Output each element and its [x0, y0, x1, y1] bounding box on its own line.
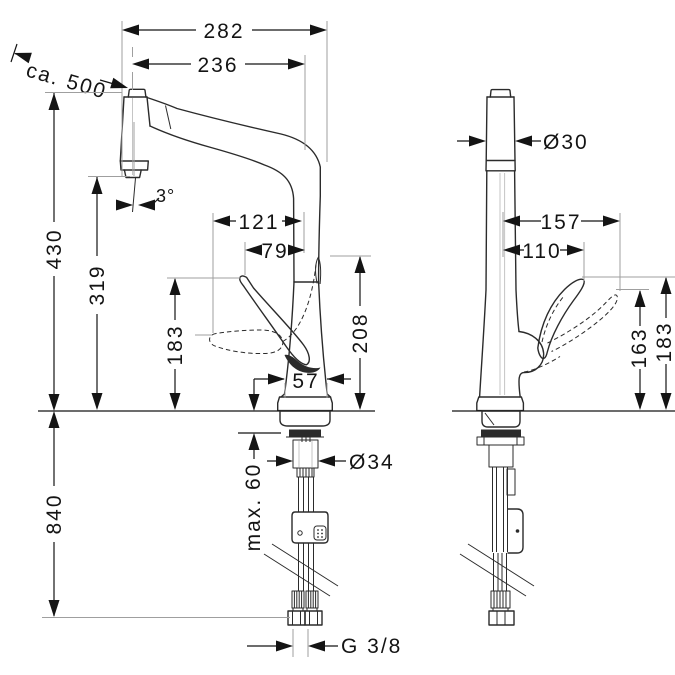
- dim-hose-length: ca. 500: [10, 43, 130, 104]
- dim-430-label: 430: [43, 228, 66, 269]
- dim-max60-label: max. 60: [242, 463, 265, 552]
- dim-handle-reach-high: 79: [244, 240, 305, 275]
- handle-base-shadow: [284, 354, 321, 373]
- break-lines-front: [263, 543, 339, 597]
- dim-840-label: 840: [43, 493, 66, 534]
- handle-boss-side: [518, 330, 545, 398]
- hose-braids-front: [291, 590, 319, 609]
- spout: [146, 96, 332, 398]
- front-view: [38, 88, 375, 626]
- dim-110-label: 110: [522, 240, 561, 263]
- dim-o34-label: Ø34: [349, 451, 395, 474]
- dim-reach-overall: 282: [121, 20, 328, 176]
- side-view: [452, 88, 675, 626]
- dim-handle-side-height-max: 183: [582, 276, 675, 410]
- dim-o30-label: Ø30: [543, 131, 589, 154]
- hose-nut-side: [488, 607, 515, 626]
- handle-side-alt-position: [547, 294, 618, 352]
- dim-208-label: 208: [349, 312, 372, 353]
- spray-head: [119, 88, 151, 179]
- dim-157-label: 157: [540, 211, 581, 234]
- dim-3deg-label: 3°: [156, 186, 175, 206]
- dim-g38-label: G 3/8: [341, 635, 402, 658]
- under-counter-front: [263, 410, 339, 626]
- handle-side: [523, 278, 618, 373]
- dim-handle-side-reach-max: 157: [502, 211, 621, 291]
- dim-163-label: 163: [628, 327, 651, 368]
- hose-braid-side: [490, 590, 511, 609]
- dim-183-left-label: 183: [164, 324, 187, 365]
- dim-height-total: 430: [43, 92, 122, 616]
- dim-spray-angle: 3°: [116, 122, 175, 213]
- dim-shank-diameter: Ø34: [267, 451, 395, 474]
- dimensions: 282 236 ca. 500 430: [10, 20, 675, 658]
- handle-front-alt-position: [209, 329, 284, 355]
- hose-nuts-front: [287, 607, 323, 626]
- dim-head-diameter: Ø30: [457, 131, 589, 154]
- dim-connection-thread: G 3/8: [247, 629, 402, 658]
- spray-head-side: [485, 88, 516, 172]
- dim-57-label: 57: [292, 370, 319, 393]
- dim-79-label: 79: [261, 240, 288, 263]
- dim-handle-side-reach-min: 110: [503, 240, 585, 281]
- dim-handle-height-left: 183: [164, 277, 241, 410]
- dim-reach-outlet: 236: [132, 47, 306, 175]
- body-side: [478, 170, 545, 398]
- dim-under-counter-height: 840: [42, 411, 290, 618]
- under-counter-side: [459, 410, 535, 626]
- dim-handle-side-height-min: 163: [616, 289, 651, 410]
- base-plate-front: [277, 396, 333, 412]
- dim-236-label: 236: [197, 54, 238, 77]
- dim-handle-reach-low: 121: [195, 211, 305, 336]
- base-plate-side: [476, 396, 525, 412]
- dim-height-outlet: 319: [86, 176, 130, 410]
- dim-282-label: 282: [203, 20, 244, 43]
- dim-121-label: 121: [238, 211, 279, 234]
- dim-319-label: 319: [86, 264, 109, 305]
- dim-ca500-label: ca. 500: [24, 59, 110, 104]
- dim-183-right-label: 183: [653, 321, 675, 362]
- handle-front: [209, 256, 322, 373]
- dim-handle-top-height: 208: [330, 255, 372, 410]
- dim-counter-thickness: max. 60: [238, 394, 281, 551]
- dim-body-width: 57: [253, 370, 351, 399]
